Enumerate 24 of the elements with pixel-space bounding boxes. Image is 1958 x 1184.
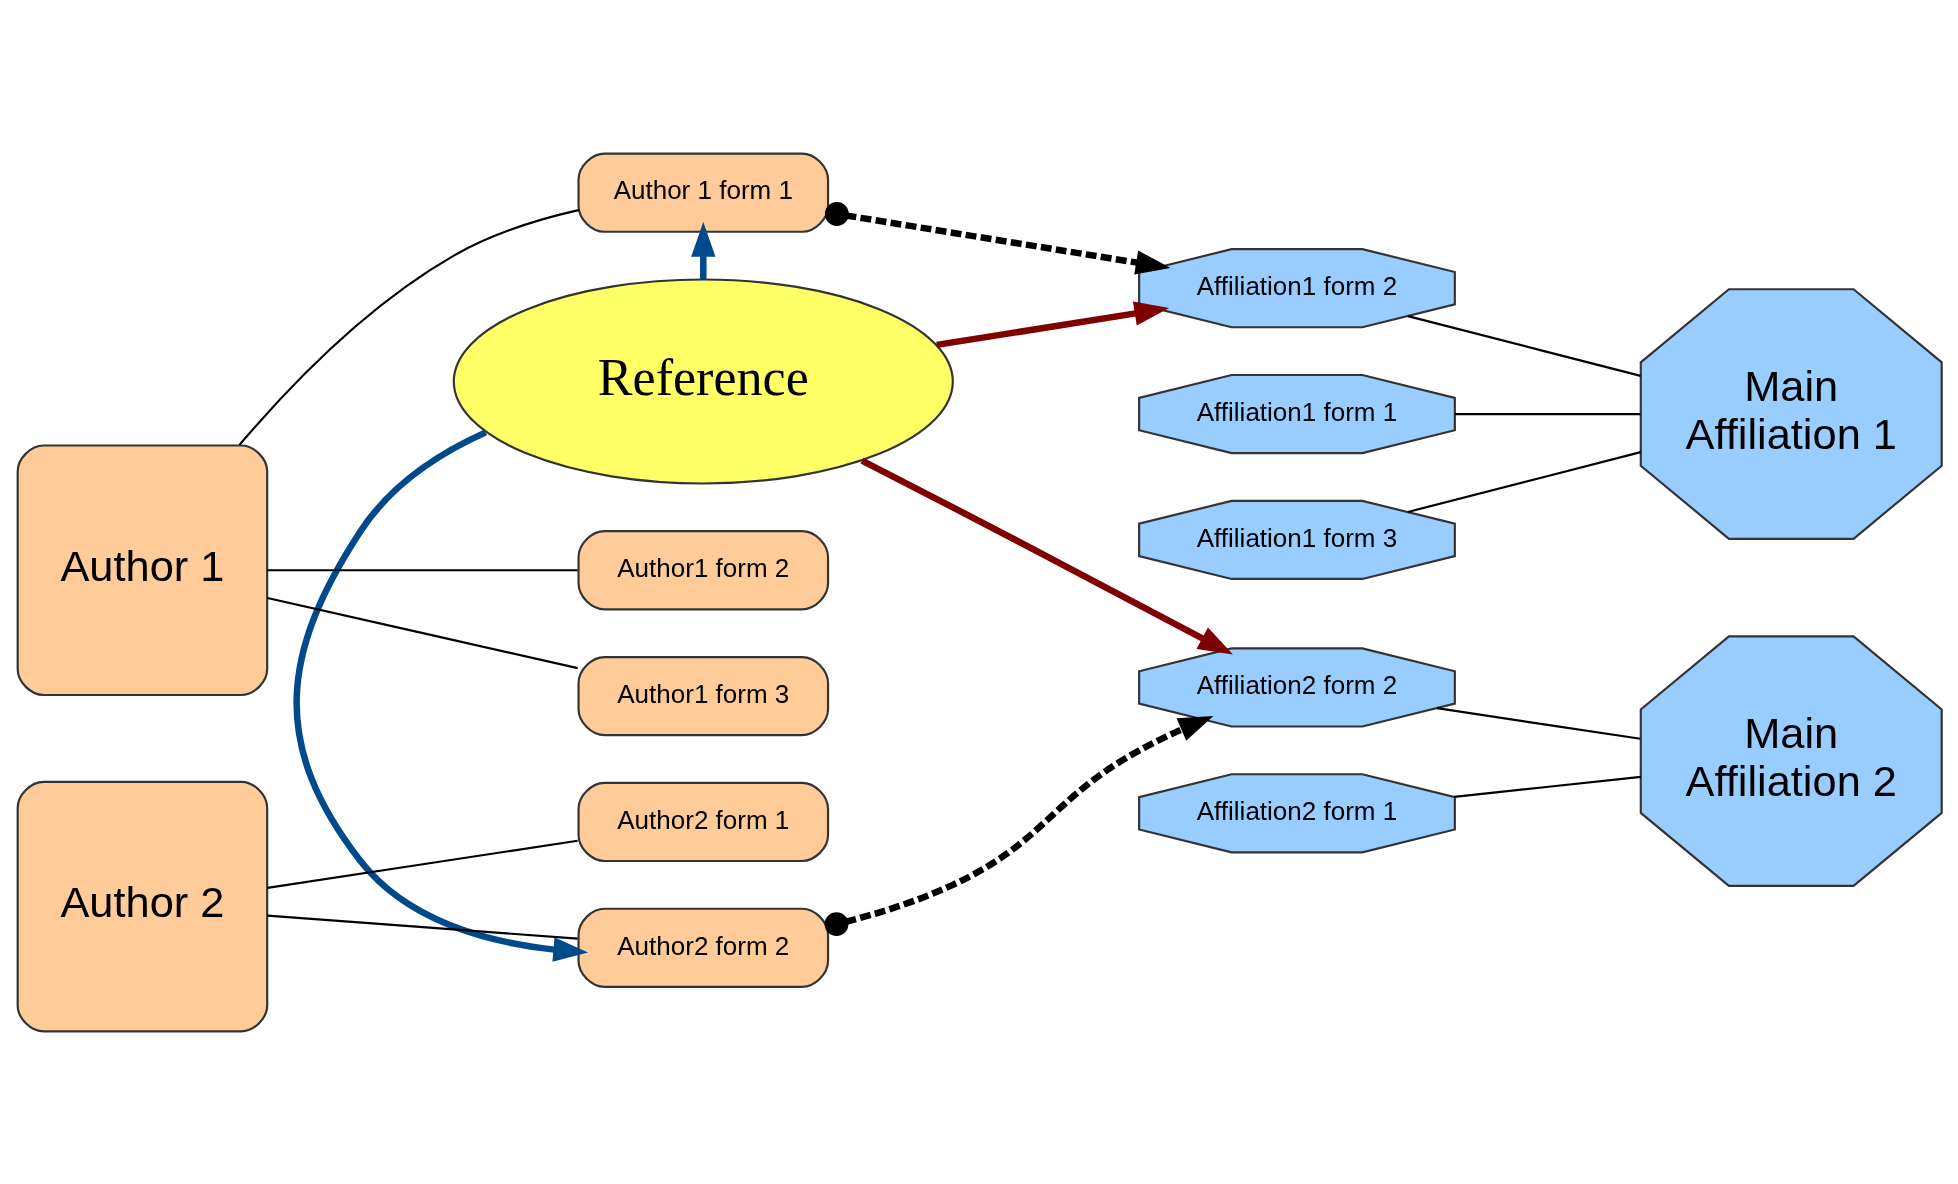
connector [266,596,578,669]
node-box: Author 1 form 1 [576,152,829,233]
node-box: Author1 form 2 [576,529,829,610]
connector [1407,450,1641,513]
connector [266,568,578,571]
connector [1407,314,1641,377]
arrow [824,715,1213,936]
connector [238,208,579,446]
node-box: Author1 form 3 [576,655,829,736]
node-ellipse: Reference [452,277,954,485]
node-box: Author 1 [16,443,268,696]
arrow [860,457,1233,654]
arrow [690,221,715,279]
node-box: Author2 form 1 [576,781,829,862]
connector [1453,775,1641,798]
connector [1454,412,1640,415]
connector [1436,706,1640,740]
arrow [824,201,1171,275]
node-box: Author2 form 2 [576,907,829,988]
node-box: Author 2 [16,780,268,1032]
connector [266,839,578,889]
arrow [935,301,1169,348]
arrow [292,428,588,962]
connector [266,914,578,940]
